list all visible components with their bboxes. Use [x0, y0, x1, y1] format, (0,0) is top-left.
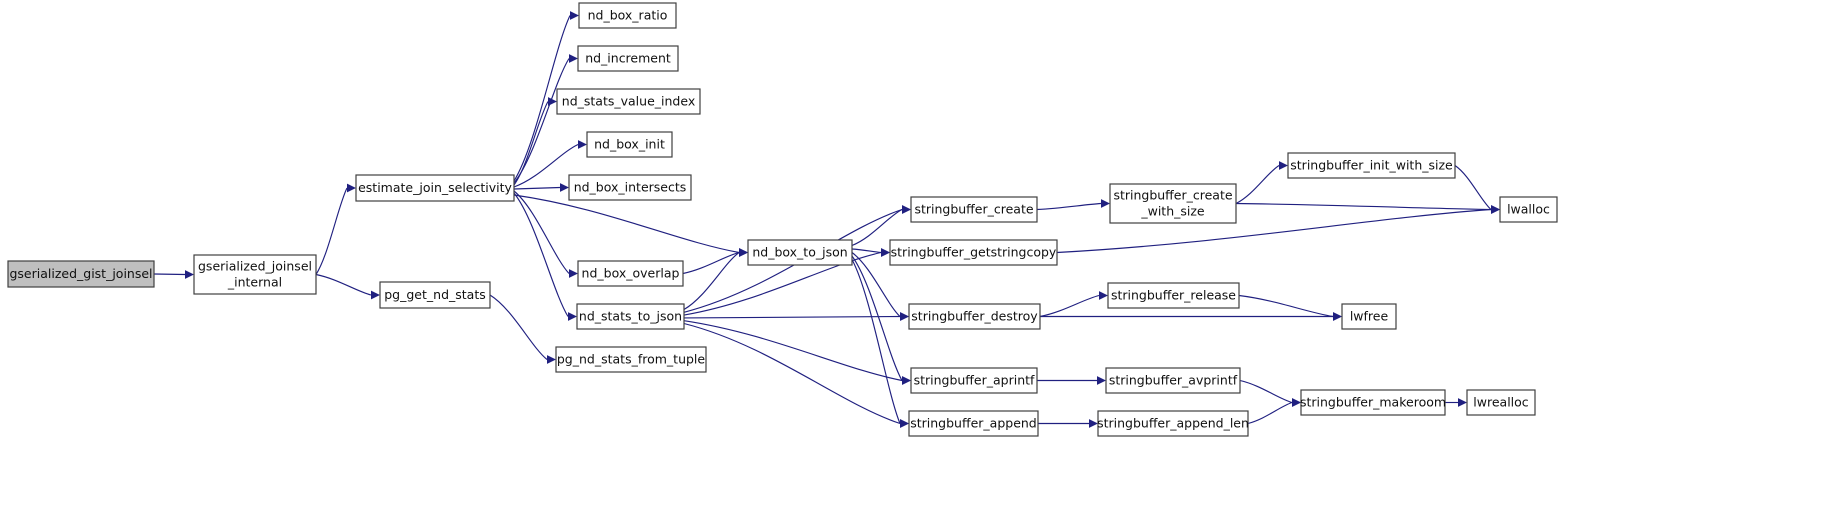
node-gserialized_joinsel_internal[interactable]: gserialized_joinsel_internal	[193, 254, 317, 295]
node-stringbuffer_aprintf[interactable]: stringbuffer_aprintf	[910, 367, 1038, 394]
node-lwrealloc[interactable]: lwrealloc	[1466, 389, 1536, 416]
node-stringbuffer_makeroom[interactable]: stringbuffer_makeroom	[1300, 389, 1446, 416]
node-nd_stats_value_index[interactable]: nd_stats_value_index	[556, 88, 701, 115]
edge-gserialized_gist_joinsel--gserialized_joinsel_internal	[153, 270, 194, 279]
edge-nd_box_to_json--stringbuffer_getstringcopy	[851, 248, 890, 257]
edge-nd_stats_to_json--stringbuffer_append	[683, 322, 909, 428]
node-stringbuffer_getstringcopy[interactable]: stringbuffer_getstringcopy	[889, 239, 1058, 266]
node-nd_increment[interactable]: nd_increment	[577, 45, 679, 72]
edge-nd_stats_to_json--nd_box_to_json	[683, 248, 748, 310]
edge-nd_box_to_json--stringbuffer_create	[851, 205, 911, 247]
node-label: lwalloc	[1507, 202, 1550, 217]
node-label: stringbuffer_makeroom	[1300, 395, 1446, 410]
node-label: stringbuffer_append	[910, 416, 1037, 431]
edge-estimate_join_selectivity--nd_box_init	[513, 140, 587, 188]
edge-estimate_join_selectivity--nd_stats_value_index	[513, 97, 557, 186]
node-label: stringbuffer_getstringcopy	[891, 245, 1057, 260]
node-stringbuffer_create[interactable]: stringbuffer_create	[910, 196, 1038, 223]
node-label: stringbuffer_avprintf	[1109, 373, 1238, 388]
edge-nd_stats_to_json--stringbuffer_aprintf	[683, 320, 911, 385]
node-label: stringbuffer_release	[1111, 288, 1236, 303]
edge-stringbuffer_create--stringbuffer_create_with_size	[1036, 199, 1110, 211]
node-stringbuffer_destroy[interactable]: stringbuffer_destroy	[908, 303, 1041, 330]
node-nd_box_ratio[interactable]: nd_box_ratio	[578, 2, 677, 29]
node-nd_box_init[interactable]: nd_box_init	[586, 131, 673, 158]
node-label: stringbuffer_append_len	[1097, 416, 1249, 431]
node-label: nd_box_intersects	[574, 180, 687, 195]
node-label: lwfree	[1350, 309, 1389, 324]
node-label: stringbuffer_create	[1113, 188, 1232, 203]
edge-nd_box_to_json--stringbuffer_append	[851, 259, 909, 428]
node-layer: gserialized_gist_joinsel gserialized_join…	[7, 2, 1558, 437]
node-nd_stats_to_json[interactable]: nd_stats_to_json	[576, 303, 685, 330]
edge-estimate_join_selectivity--nd_box_overlap	[513, 190, 578, 278]
node-label: estimate_join_selectivity	[358, 180, 512, 195]
edge-estimate_join_selectivity--nd_box_to_json	[513, 194, 748, 257]
node-nd_box_intersects[interactable]: nd_box_intersects	[568, 174, 692, 201]
edge-stringbuffer_destroy--lwfree	[1040, 312, 1342, 321]
node-label: stringbuffer_create	[914, 202, 1033, 217]
node-label: _internal	[227, 275, 282, 290]
edge-layer	[153, 11, 1500, 428]
edge-stringbuffer_aprintf--stringbuffer_avprintf	[1037, 376, 1106, 385]
node-label: gserialized_joinsel	[198, 259, 312, 274]
node-label: stringbuffer_aprintf	[914, 373, 1035, 388]
node-stringbuffer_init_with_size[interactable]: stringbuffer_init_with_size	[1287, 152, 1456, 179]
node-label: stringbuffer_init_with_size	[1290, 158, 1453, 173]
node-label: _with_size	[1140, 204, 1205, 219]
node-label: nd_box_overlap	[582, 266, 680, 281]
edge-stringbuffer_release--lwfree	[1238, 294, 1342, 321]
edge-estimate_join_selectivity--nd_box_ratio	[513, 11, 579, 182]
edge-estimate_join_selectivity--nd_stats_to_json	[513, 192, 577, 321]
edge-nd_box_to_json--stringbuffer_destroy	[851, 252, 909, 321]
edge-gserialized_joinsel_internal--pg_get_nd_stats	[315, 273, 380, 300]
edge-stringbuffer_append_len--stringbuffer_makeroom	[1247, 398, 1301, 425]
edge-nd_stats_to_json--stringbuffer_destroy	[683, 312, 909, 321]
node-label: nd_box_init	[594, 137, 665, 152]
node-nd_box_to_json[interactable]: nd_box_to_json	[747, 239, 853, 266]
edge-stringbuffer_destroy--stringbuffer_release	[1039, 291, 1108, 318]
node-label: nd_stats_value_index	[562, 94, 695, 109]
node-stringbuffer_append[interactable]: stringbuffer_append	[908, 410, 1039, 437]
node-label: stringbuffer_destroy	[911, 309, 1038, 324]
node-label: nd_box_to_json	[752, 245, 847, 260]
edge-stringbuffer_init_with_size--lwalloc	[1454, 165, 1500, 214]
edge-pg_get_nd_stats--pg_nd_stats_from_tuple	[489, 294, 556, 364]
node-label: pg_get_nd_stats	[384, 287, 486, 302]
node-nd_box_overlap[interactable]: nd_box_overlap	[577, 260, 684, 287]
node-label: nd_box_ratio	[588, 8, 668, 23]
node-label: nd_increment	[585, 51, 671, 66]
edge-gserialized_joinsel_internal--estimate_join_selectivity	[315, 183, 356, 275]
edge-nd_box_to_json--stringbuffer_aprintf	[851, 255, 911, 385]
edge-stringbuffer_append--stringbuffer_append_len	[1038, 419, 1098, 428]
node-stringbuffer_release[interactable]: stringbuffer_release	[1107, 282, 1240, 309]
node-stringbuffer_create_with_size[interactable]: stringbuffer_create_with_size	[1109, 183, 1237, 224]
node-stringbuffer_append_len[interactable]: stringbuffer_append_len	[1097, 410, 1249, 437]
node-stringbuffer_avprintf[interactable]: stringbuffer_avprintf	[1105, 367, 1241, 394]
edge-estimate_join_selectivity--nd_box_intersects	[513, 183, 569, 192]
node-estimate_join_selectivity[interactable]: estimate_join_selectivity	[355, 174, 515, 202]
edge-stringbuffer_makeroom--lwrealloc	[1445, 398, 1467, 407]
edge-stringbuffer_create_with_size--stringbuffer_init_with_size	[1235, 161, 1288, 205]
node-pg_nd_stats_from_tuple[interactable]: pg_nd_stats_from_tuple	[555, 346, 707, 373]
edge-estimate_join_selectivity--nd_increment	[513, 54, 578, 184]
node-lwfree[interactable]: lwfree	[1341, 303, 1397, 330]
node-pg_get_nd_stats[interactable]: pg_get_nd_stats	[379, 281, 491, 309]
node-label: gserialized_gist_joinsel	[9, 266, 152, 281]
node-label: nd_stats_to_json	[579, 309, 682, 324]
node-label: pg_nd_stats_from_tuple	[557, 352, 706, 367]
node-label: lwrealloc	[1473, 395, 1529, 410]
node-gserialized_gist_joinsel[interactable]: gserialized_gist_joinsel	[7, 260, 155, 288]
node-lwalloc[interactable]: lwalloc	[1499, 196, 1558, 223]
